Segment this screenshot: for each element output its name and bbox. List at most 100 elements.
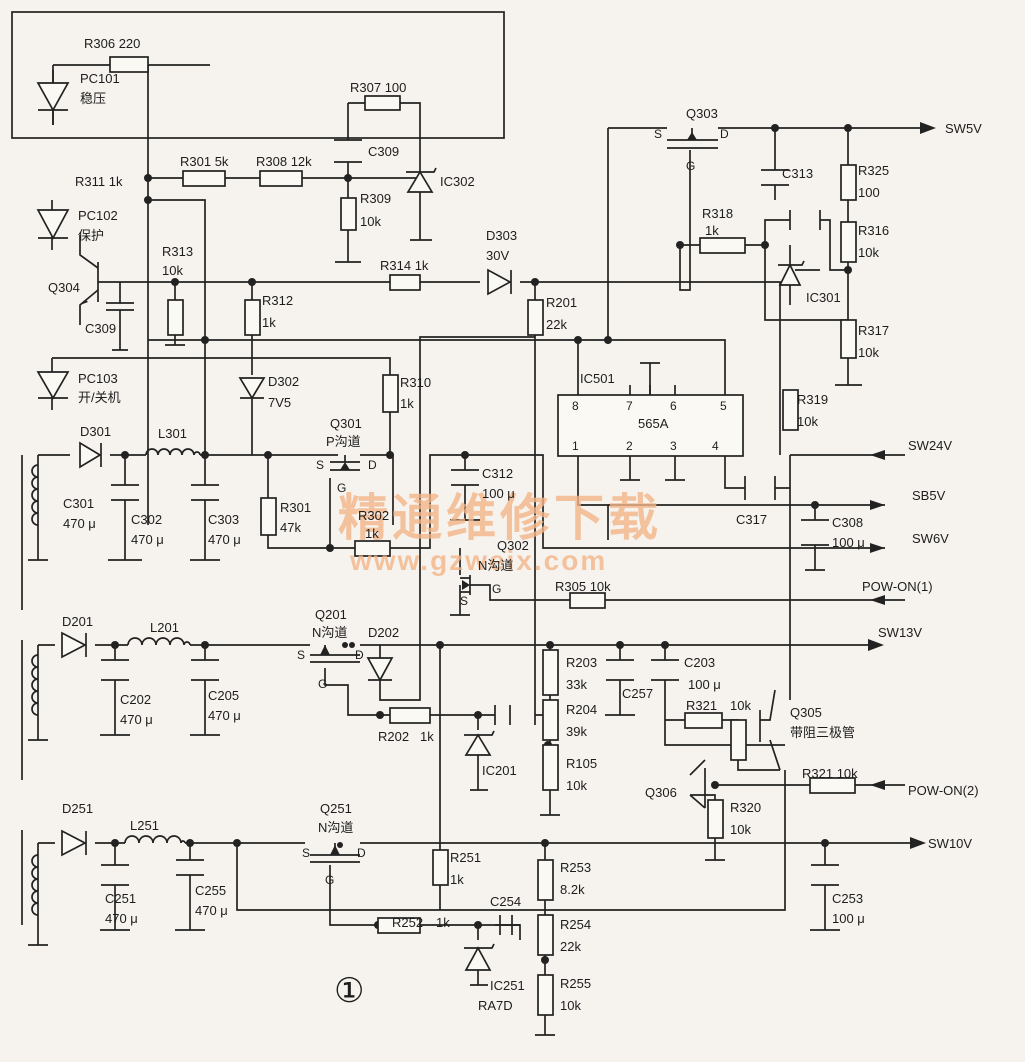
label-c301: C301 xyxy=(63,496,94,511)
label-d302v: 7V5 xyxy=(268,395,291,410)
signal-sw10v: SW10V xyxy=(928,836,972,851)
label-r251: R251 xyxy=(450,850,481,865)
label-c255v: 470 μ xyxy=(195,903,228,918)
label-ic201: IC201 xyxy=(482,763,517,778)
label-c303: C303 xyxy=(208,512,239,527)
pin-ic501-7: 7 xyxy=(626,399,633,413)
label-r316v: 10k xyxy=(858,245,879,260)
label-l201: L201 xyxy=(150,620,179,635)
label-d201: D201 xyxy=(62,614,93,629)
label-r251v: 1k xyxy=(450,872,464,887)
pin-labels: S D G S D G G S S D G S D G 8 7 6 5 1 2 … xyxy=(297,127,729,887)
label-c251: C251 xyxy=(105,891,136,906)
label-r317v: 10k xyxy=(858,345,879,360)
label-r308: R308 12k xyxy=(256,154,312,169)
label-c255: C255 xyxy=(195,883,226,898)
label-q251-note: N沟道 xyxy=(318,820,353,835)
label-r252v: 1k xyxy=(436,915,450,930)
label-r203v: 33k xyxy=(566,677,587,692)
label-r320: R320 xyxy=(730,800,761,815)
label-r302v: 1k xyxy=(365,526,379,541)
label-c205: C205 xyxy=(208,688,239,703)
label-c203v: 100 μ xyxy=(688,677,721,692)
label-r310: R310 xyxy=(400,375,431,390)
label-r312: R312 xyxy=(262,293,293,308)
watermark: 精通维修下载 www.gzweix.com xyxy=(338,490,662,576)
label-r325: R325 xyxy=(858,163,889,178)
label-q305: Q305 xyxy=(790,705,822,720)
pin-ic501-1: 1 xyxy=(572,439,579,453)
label-q301: Q301 xyxy=(330,416,362,431)
label-c302v: 470 μ xyxy=(131,532,164,547)
pin-q251-g: G xyxy=(325,873,334,887)
label-r319: R319 xyxy=(797,392,828,407)
label-r252: R252 xyxy=(392,915,423,930)
label-q305-note: 带阻三极管 xyxy=(790,725,855,740)
label-pc101-note: 稳压 xyxy=(80,91,106,106)
label-q304: Q304 xyxy=(48,280,80,295)
label-r309v: 10k xyxy=(360,214,381,229)
label-c317: C317 xyxy=(736,512,767,527)
signal-labels: SW5V SW24V SB5V SW6V POW-ON(1) SW13V POW… xyxy=(862,121,982,851)
label-r105v: 10k xyxy=(566,778,587,793)
label-ic251: IC251 xyxy=(490,978,525,993)
label-r202v: 1k xyxy=(420,729,434,744)
label-c301v: 470 μ xyxy=(63,516,96,531)
watermark-cn: 精通维修下载 xyxy=(338,490,662,546)
label-c253: C253 xyxy=(832,891,863,906)
label-r325v: 100 xyxy=(858,185,880,200)
label-q201-note: N沟道 xyxy=(312,625,347,640)
label-l251: L251 xyxy=(130,818,159,833)
label-c308v: 100 μ xyxy=(832,535,865,550)
label-q302-note: N沟道 xyxy=(478,558,513,573)
label-c253v: 100 μ xyxy=(832,911,865,926)
label-d303: D303 xyxy=(486,228,517,243)
label-d251: D251 xyxy=(62,801,93,816)
signal-sw13v: SW13V xyxy=(878,625,922,640)
label-r201: R201 xyxy=(546,295,577,310)
label-ic501: IC501 xyxy=(580,371,615,386)
label-r254: R254 xyxy=(560,917,591,932)
label-r307: R307 100 xyxy=(350,80,406,95)
label-c257: C257 xyxy=(622,686,653,701)
label-r311: R311 1k xyxy=(75,174,123,189)
label-d301: D301 xyxy=(80,424,111,439)
label-r201v: 22k xyxy=(546,317,567,332)
label-r317: R317 xyxy=(858,323,889,338)
wires xyxy=(11,11,920,1035)
signal-sw6v: SW6V xyxy=(912,531,949,546)
label-r321a: R321 xyxy=(686,698,717,713)
label-r254v: 22k xyxy=(560,939,581,954)
label-r318: R318 xyxy=(702,206,733,221)
signal-sw5v: SW5V xyxy=(945,121,982,136)
label-r253: R253 xyxy=(560,860,591,875)
label-r309: R309 xyxy=(360,191,391,206)
pin-ic501-8: 8 xyxy=(572,399,579,413)
figure-number: ① xyxy=(334,971,364,1011)
pin-ic501-6: 6 xyxy=(670,399,677,413)
label-r310v: 1k xyxy=(400,396,414,411)
label-q301-note: P沟道 xyxy=(326,434,361,449)
label-c202v: 470 μ xyxy=(120,712,153,727)
label-c312v: 100 μ xyxy=(482,486,515,501)
label-r253v: 8.2k xyxy=(560,882,585,897)
component-labels: R306 220 PC101 稳压 R307 100 R301 5k R308 … xyxy=(48,36,889,1013)
label-r202: R202 xyxy=(378,729,409,744)
pin-q302-s: S xyxy=(460,594,468,608)
label-c205v: 470 μ xyxy=(208,708,241,723)
label-pc103: PC103 xyxy=(78,371,118,386)
pin-ic501-4: 4 xyxy=(712,439,719,453)
pin-q251-d: D xyxy=(357,846,366,860)
label-r316: R316 xyxy=(858,223,889,238)
label-r302: R302 xyxy=(358,508,389,523)
pin-ic501-3: 3 xyxy=(670,439,677,453)
label-r105: R105 xyxy=(566,756,597,771)
label-q201: Q201 xyxy=(315,607,347,622)
watermark-url: www.gzweix.com xyxy=(349,545,607,576)
signal-sw24v: SW24V xyxy=(908,438,952,453)
label-c203: C203 xyxy=(684,655,715,670)
signal-pow-on1: POW-ON(1) xyxy=(862,579,933,594)
pin-q303-g: G xyxy=(686,159,695,173)
pin-q201-d: D xyxy=(355,648,364,662)
pin-q301-g: G xyxy=(337,481,346,495)
